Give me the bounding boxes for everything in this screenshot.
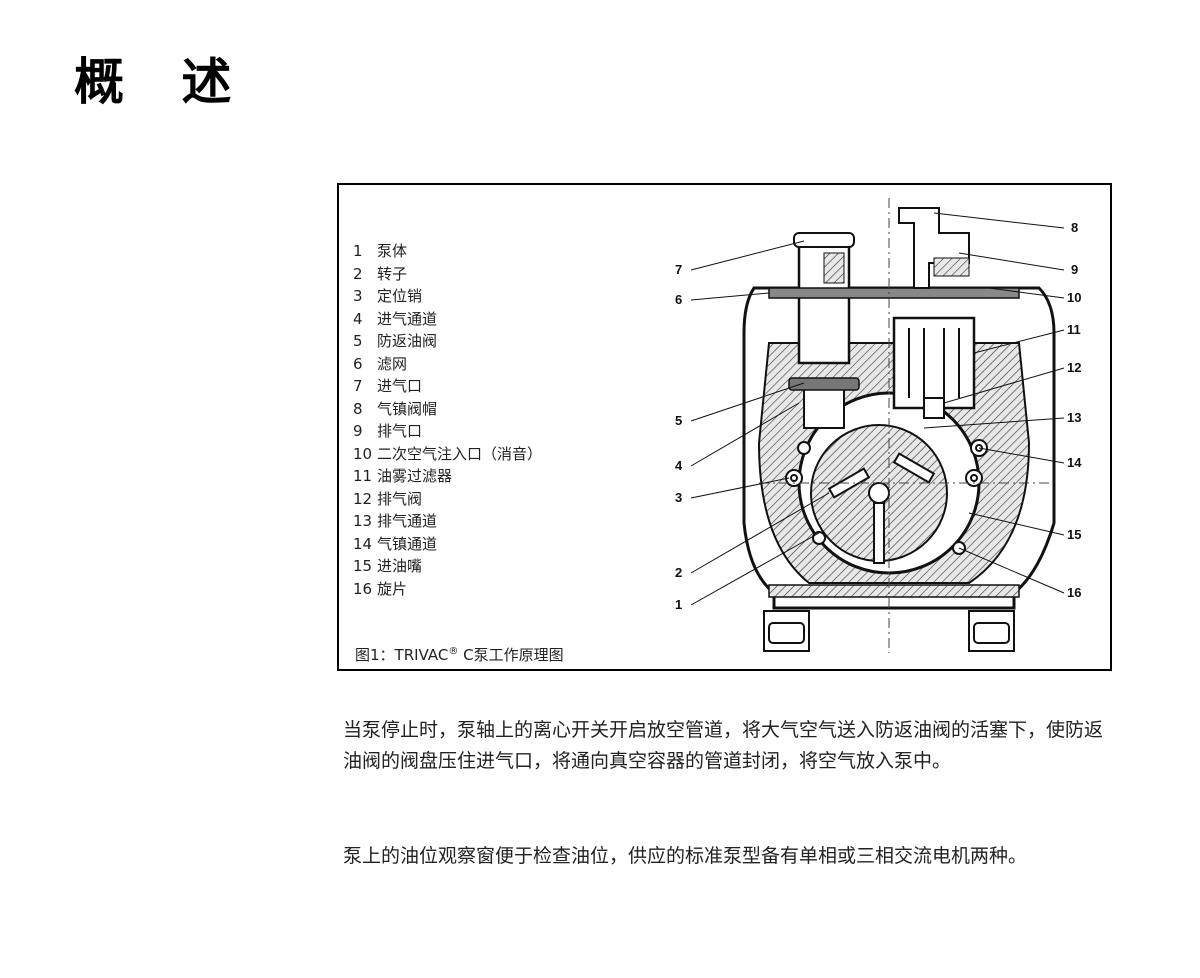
caption-prefix: 图1：TRIVAC [355, 646, 449, 664]
legend-number: 2 [353, 264, 363, 283]
legend-number: 8 [353, 399, 363, 418]
legend-item: 3 定位销 [353, 285, 542, 308]
callout-12: 12 [1067, 360, 1081, 375]
legend-item: 8 气镇阀帽 [353, 398, 542, 421]
legend-label: 排气阀 [377, 489, 423, 508]
legend-item: 7 进气口 [353, 375, 542, 398]
callout-2: 2 [675, 565, 682, 580]
legend-number: 1 [353, 242, 363, 260]
legend-label: 定位销 [377, 287, 423, 305]
anti-suckback-valve [803, 387, 845, 429]
gas-ballast-cap [898, 207, 970, 289]
legend-label: 排气口 [377, 422, 423, 440]
legend-number: 10 [353, 444, 373, 463]
legend-label: 二次空气注入口（消音） [377, 444, 543, 463]
page-title: 概 述 [74, 52, 252, 111]
legend-item: 2 转子 [353, 263, 542, 286]
callout-13: 13 [1067, 410, 1081, 425]
exhaust-port [933, 257, 970, 277]
filter-elements [908, 328, 960, 398]
legend-item: 9 排气口 [353, 420, 542, 443]
callout-7: 7 [675, 262, 682, 277]
inlet-screen [823, 252, 845, 284]
callout-3: 3 [675, 490, 682, 505]
legend-item: 1 泵体 [353, 240, 542, 263]
legend-number: 15 [353, 557, 373, 575]
legend-number: 16 [353, 579, 373, 598]
legend-number: 12 [353, 489, 373, 508]
legend-item: 5 防返油阀 [353, 330, 542, 353]
callout-15: 15 [1067, 527, 1081, 542]
legend-number: 13 [353, 512, 373, 530]
callout-11: 11 [1067, 322, 1081, 337]
callout-5: 5 [675, 413, 682, 428]
leader-lines [690, 212, 1065, 606]
legend-label: 防返油阀 [377, 332, 438, 350]
callout-9: 9 [1071, 262, 1078, 277]
registered-mark: ® [448, 646, 459, 657]
callout-1: 1 [675, 597, 682, 612]
callout-10: 10 [1067, 290, 1081, 305]
legend-number: 6 [353, 354, 363, 373]
callout-14: 14 [1067, 455, 1082, 470]
legend-number: 11 [353, 467, 373, 485]
center-lines [759, 198, 1049, 653]
legend-number: 7 [353, 377, 363, 395]
legend-number: 4 [353, 309, 363, 328]
pump-feet [763, 610, 1015, 652]
legend-number: 5 [353, 332, 363, 350]
legend-item: 4 进气通道 [353, 308, 542, 331]
body-paragraph: 当泵停止时，泵轴上的离心开关开启放空管道，将大气空气送入防返油阀的活塞下，使防返… [343, 719, 1104, 772]
legend-label: 进气通道 [377, 309, 438, 328]
callout-16: 16 [1067, 585, 1081, 600]
legend-label: 泵体 [377, 242, 408, 260]
rotor-shaft [868, 482, 890, 504]
legend-item: 6 滤网 [353, 353, 542, 376]
legend-label: 进油嘴 [377, 557, 423, 575]
legend-label: 旋片 [377, 579, 408, 598]
valve-disc [788, 377, 860, 391]
pump-cross-section-diagram: 7 6 5 4 3 2 1 8 9 10 11 12 13 14 15 16 [675, 198, 1082, 653]
legend-label: 排气通道 [377, 512, 438, 530]
body-paragraph: 泵上的油位观察窗便于检查油位，供应的标准泵型备有单相或三相交流电机两种。 [343, 845, 1028, 867]
legend-label: 气镇阀帽 [377, 399, 438, 418]
legend-label: 气镇通道 [377, 534, 438, 553]
exhaust-valve [923, 397, 945, 419]
legend-label: 进气口 [377, 377, 423, 395]
legend-number: 9 [353, 422, 363, 440]
caption-suffix: C泵工作原理图 [458, 646, 564, 664]
inlet-cap [793, 232, 855, 248]
callout-8: 8 [1071, 220, 1078, 235]
oil-mist-filter [892, 316, 976, 410]
figure-caption: 图1：TRIVAC® C泵工作原理图 [355, 644, 564, 665]
top-cover [768, 287, 1020, 299]
legend-number: 3 [353, 287, 363, 305]
legend-label: 油雾过滤器 [377, 467, 453, 485]
legend-number: 14 [353, 534, 373, 553]
legend-label: 转子 [377, 264, 408, 283]
legend-label: 滤网 [377, 354, 408, 373]
callout-4: 4 [675, 458, 683, 473]
callout-6: 6 [675, 292, 682, 307]
base-plate [768, 584, 1020, 598]
